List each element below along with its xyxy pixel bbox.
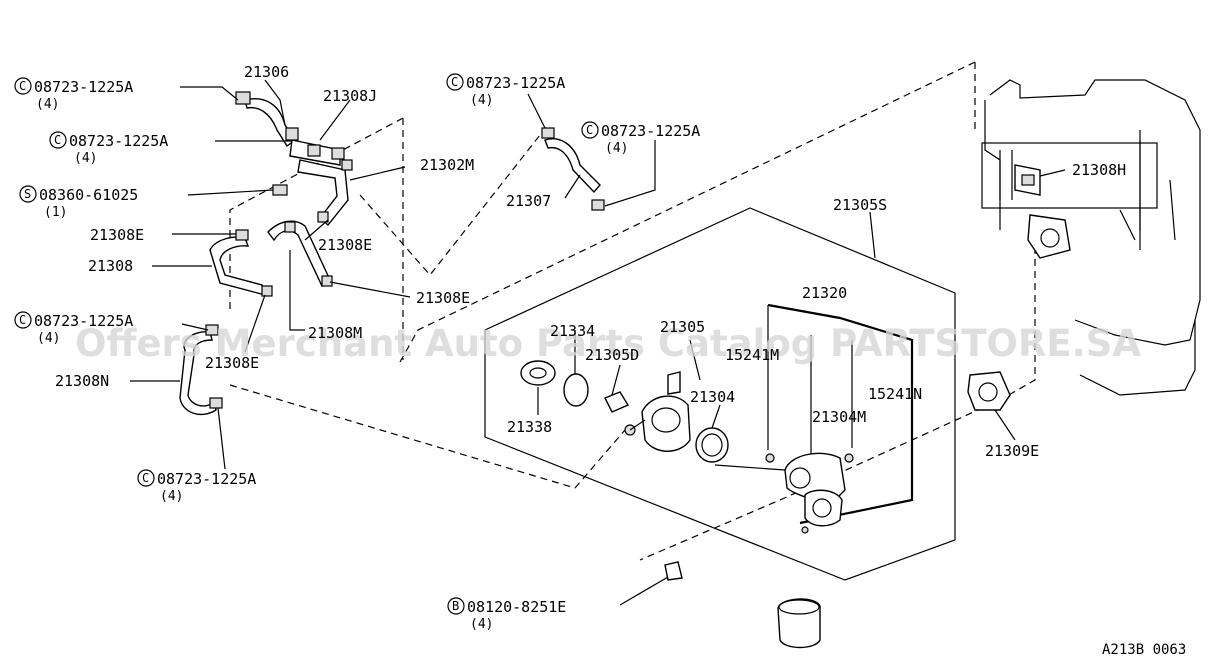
callout-21308j[interactable]: 21308J	[323, 87, 377, 105]
engine-block	[981, 79, 1201, 396]
hose-21306	[244, 98, 296, 148]
callout-21308e-a[interactable]: 21308E	[90, 226, 144, 244]
leader-lines	[130, 79, 1066, 606]
fastener-qty: (4)	[160, 489, 183, 504]
callout-21308h[interactable]: 21308H	[1072, 161, 1126, 179]
watermark: Offers Merchant Auto Parts Catalog PARTS…	[75, 322, 1141, 365]
fastener-qty: (4)	[37, 331, 60, 346]
callout-21306[interactable]: 21306	[244, 63, 289, 81]
fastener-number: 08723-1225A	[466, 74, 565, 92]
callout-21320[interactable]: 21320	[802, 284, 847, 302]
fastener-number: 08723-1225A	[157, 470, 256, 488]
fastener-4[interactable]: C 08723-1225A (4)	[14, 311, 133, 346]
fastener-number: 08360-61025	[39, 186, 138, 204]
assembly-21305s-outline	[484, 207, 956, 581]
fastener-prefix: C	[451, 75, 458, 89]
hose-21307	[544, 138, 601, 194]
callout-21308e-c[interactable]: 21308E	[416, 289, 470, 307]
fastener-qty: (4)	[470, 617, 493, 632]
fastener-qty: (4)	[605, 141, 628, 156]
fastener-qty: (4)	[470, 93, 493, 108]
part-21334	[563, 373, 589, 407]
callout-21304m[interactable]: 21304M	[812, 408, 866, 426]
part-21304	[695, 427, 729, 463]
fastener-1[interactable]: C 08723-1225A (4)	[14, 77, 133, 112]
fastener-number: 08723-1225A	[34, 78, 133, 96]
fastener-7[interactable]: C 08723-1225A (4)	[581, 121, 700, 156]
fastener-3[interactable]: S 08360-61025 (1)	[19, 185, 138, 220]
fastener-number: 08120-8251E	[467, 598, 566, 616]
fastener-qty: (4)	[36, 97, 59, 112]
oil-filter	[777, 598, 821, 649]
callout-21308e-d[interactable]: 21308E	[205, 354, 259, 372]
callout-21308n[interactable]: 21308N	[55, 372, 109, 390]
callout-15241n[interactable]: 15241N	[868, 385, 922, 403]
callout-21302m[interactable]: 21302M	[420, 156, 474, 174]
fastener-prefix: C	[142, 471, 149, 485]
callout-21308m[interactable]: 21308M	[308, 324, 362, 342]
fastener-5[interactable]: C 08723-1225A (4)	[137, 469, 256, 504]
callout-21305[interactable]: 21305	[660, 318, 705, 336]
callout-21307[interactable]: 21307	[506, 192, 551, 210]
fastener-callouts: C 08723-1225A (4) C 08723-1225A (4) S 08…	[14, 73, 700, 632]
hose-21308n	[179, 331, 217, 416]
part-21305	[641, 395, 691, 452]
oil-cooler-parts	[520, 360, 1011, 649]
callout-15241m[interactable]: 15241M	[725, 346, 779, 364]
fastener-6[interactable]: C 08723-1225A (4)	[446, 73, 565, 108]
fastener-prefix: C	[586, 123, 593, 137]
fastener-prefix: C	[54, 133, 61, 147]
callout-21334[interactable]: 21334	[550, 322, 595, 340]
fastener-qty: (1)	[44, 205, 67, 220]
callout-21308[interactable]: 21308	[88, 257, 133, 275]
fastener-prefix: S	[24, 187, 31, 201]
engine-detail-box	[981, 142, 1158, 209]
callout-21309e[interactable]: 21309E	[985, 442, 1039, 460]
fastener-prefix: C	[19, 79, 26, 93]
fastener-number: 08723-1225A	[69, 132, 168, 150]
fastener-8[interactable]: B 08120-8251E (4)	[447, 597, 566, 632]
callout-21308e-b[interactable]: 21308E	[318, 236, 372, 254]
callouts: 21306 21308J 21302M 21308E 21308E 21308 …	[55, 63, 1126, 460]
fastener-number: 08723-1225A	[34, 312, 133, 330]
fastener-prefix: C	[19, 313, 26, 327]
part-21338	[520, 360, 556, 386]
callout-21305d[interactable]: 21305D	[585, 346, 639, 364]
fastener-prefix: B	[452, 599, 459, 613]
callout-21304[interactable]: 21304	[690, 388, 735, 406]
hose-21308	[209, 236, 267, 296]
drawing-code: A213B 0063	[1102, 642, 1186, 658]
fastener-2[interactable]: C 08723-1225A (4)	[49, 131, 168, 166]
fastener-number: 08723-1225A	[601, 122, 700, 140]
part-21305d	[604, 391, 630, 413]
part-21309e	[967, 371, 1011, 411]
phantom-lines	[229, 61, 1036, 561]
bracket-21320	[767, 303, 914, 525]
callout-21305s[interactable]: 21305S	[833, 196, 887, 214]
callout-21338[interactable]: 21338	[507, 418, 552, 436]
bolt-08120	[664, 561, 683, 581]
fastener-qty: (4)	[74, 151, 97, 166]
